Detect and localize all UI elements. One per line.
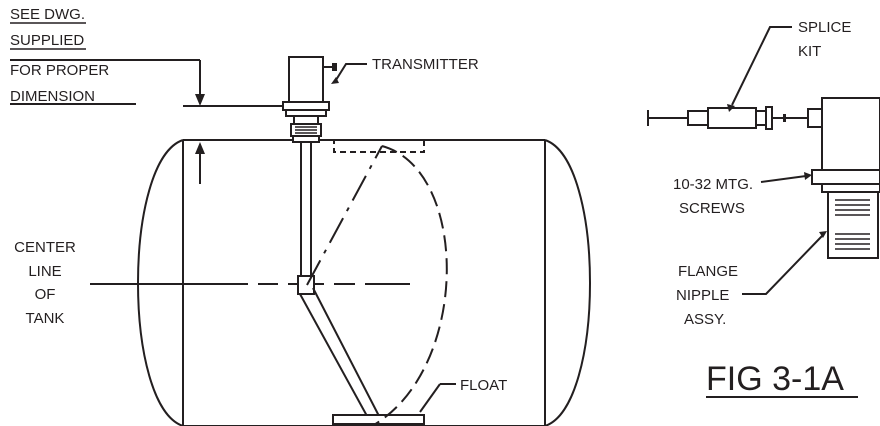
flange-nipple-label-3: ASSY. xyxy=(684,311,726,328)
float-travel-paths xyxy=(306,139,448,426)
splice-kit-label-1: SPLICE xyxy=(798,19,851,36)
see-dwg-line-2: SUPPLIED xyxy=(10,32,84,49)
see-dwg-line-1: SEE DWG. xyxy=(10,6,85,23)
mtg-screws-label-1: 10-32 MTG. xyxy=(673,176,753,193)
splice-kit-assembly xyxy=(647,106,823,130)
figure-title: FIG 3-1A xyxy=(706,360,844,398)
float-arm xyxy=(299,287,425,425)
center-line-label-3: OF xyxy=(35,286,56,303)
see-dwg-line-4: DIMENSION xyxy=(10,88,95,105)
float-label: FLOAT xyxy=(460,377,507,394)
transmitter-label: TRANSMITTER xyxy=(372,56,479,73)
center-line-label-4: TANK xyxy=(26,310,65,327)
splice-kit-label-2: KIT xyxy=(798,43,821,60)
transmitter-detail xyxy=(811,97,880,259)
leader-lines xyxy=(10,59,456,413)
flange-nipple-label-1: FLANGE xyxy=(678,263,738,280)
flange-nipple-label-2: NIPPLE xyxy=(676,287,729,304)
center-line-label-1: CENTER xyxy=(14,239,76,256)
center-line-label-2: LINE xyxy=(28,263,61,280)
transmitter-assembly xyxy=(282,56,337,295)
see-dwg-line-3: FOR PROPER xyxy=(10,62,109,79)
mtg-screws-label-2: SCREWS xyxy=(679,200,745,217)
detail-leader-lines xyxy=(727,26,827,295)
dimension-arrows xyxy=(183,60,283,184)
